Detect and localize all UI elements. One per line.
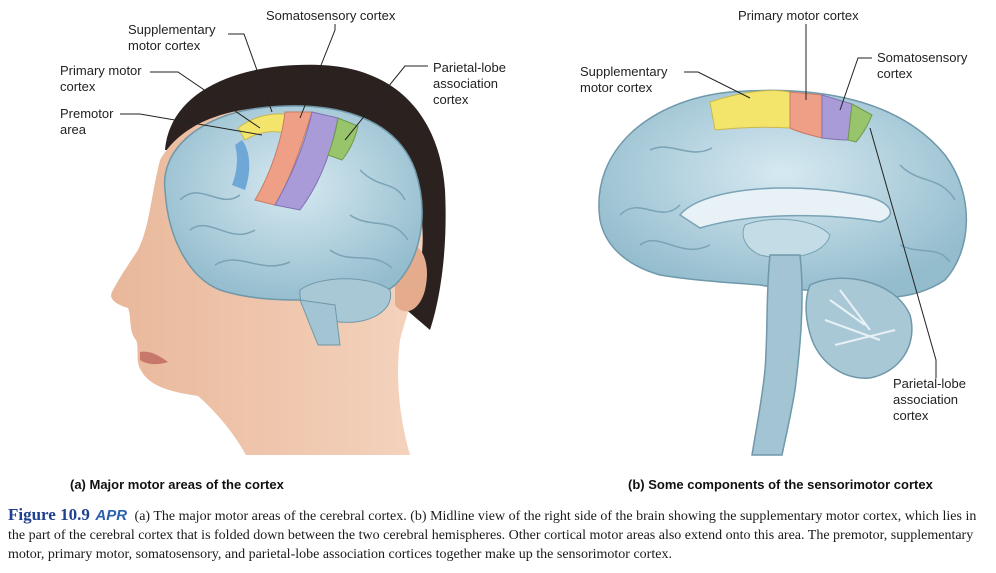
label-supplementary-a: Supplementary motor cortex	[128, 22, 216, 53]
figure-caption-text: (a) The major motor areas of the cerebra…	[8, 509, 977, 562]
figure-number: Figure 10.9	[8, 505, 90, 524]
brain-lateral	[163, 105, 423, 346]
figure-caption: Figure 10.9 APR (a) The major motor area…	[8, 505, 988, 564]
label-primary-motor-b: Primary motor cortex	[738, 8, 859, 23]
label-parietal-b: Parietal-lobe association cortex	[893, 376, 966, 423]
brain-illustration	[111, 24, 968, 456]
label-somatosensory-a: Somatosensory cortex	[266, 8, 396, 23]
label-primary-motor-a: Primary motor cortex	[60, 63, 142, 94]
apr-badge: APR	[95, 507, 128, 524]
leader-lines	[120, 24, 937, 378]
label-premotor-a: Premotor area	[60, 106, 114, 137]
figure-illustration: Supplementary motor cortex Somatosensory…	[60, 8, 968, 492]
panel-b-caption: (b) Some components of the sensorimotor …	[628, 477, 933, 492]
label-parietal-a: Parietal-lobe association cortex	[433, 60, 506, 107]
panel-a-caption: (a) Major motor areas of the cortex	[70, 477, 284, 492]
label-somatosensory-b: Somatosensory cortex	[877, 50, 968, 81]
label-supplementary-b: Supplementary motor cortex	[580, 64, 668, 95]
